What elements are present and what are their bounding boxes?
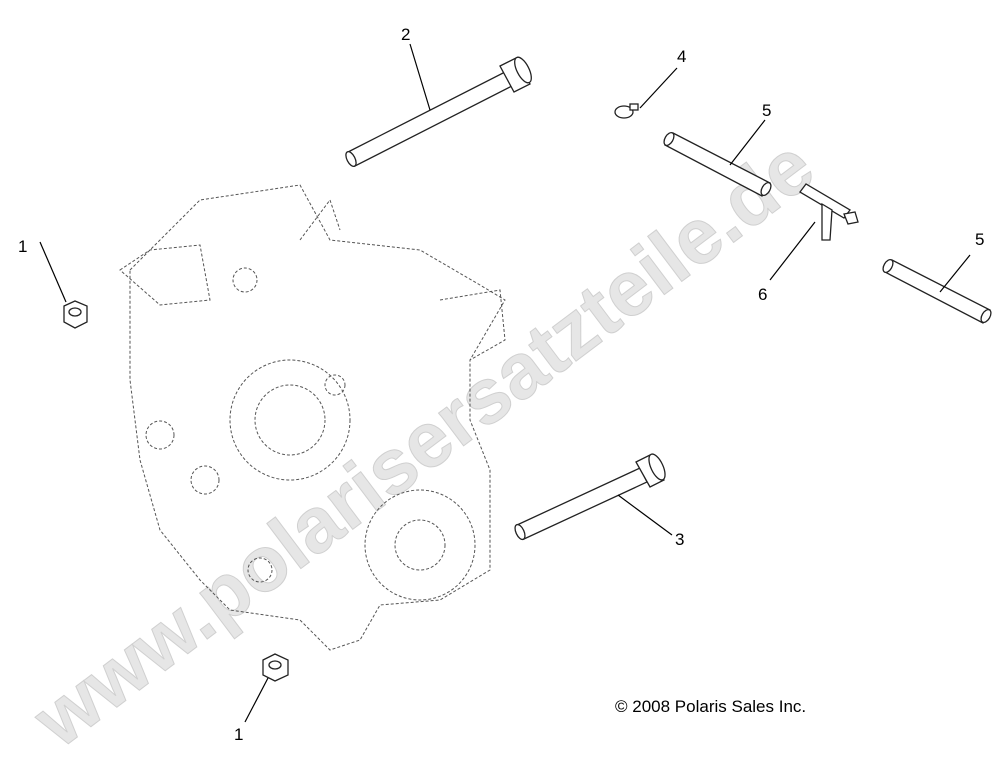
callout-2: 2 (401, 25, 410, 44)
hose-clamp-4 (614, 103, 639, 119)
callout-3: 3 (675, 530, 684, 549)
callout-1-bottom: 1 (234, 725, 243, 744)
hose-5-right (882, 258, 992, 324)
tee-fitting-6 (799, 183, 859, 241)
hose-5-top (663, 131, 772, 197)
callout-4: 4 (677, 47, 686, 66)
callout-6: 6 (758, 285, 767, 304)
bolt-3 (514, 453, 666, 541)
bolt-2 (345, 56, 532, 168)
copyright-notice: © 2008 Polaris Sales Inc. (615, 697, 807, 716)
callout-5-top: 5 (762, 101, 771, 120)
gearcase-housing (119, 184, 506, 651)
watermark: www.polarisersatzteile.de (16, 121, 829, 763)
callout-1-top: 1 (18, 237, 27, 256)
callout-5-right: 5 (975, 230, 984, 249)
nut-1-top (63, 300, 88, 329)
nut-1-bottom (262, 653, 289, 682)
